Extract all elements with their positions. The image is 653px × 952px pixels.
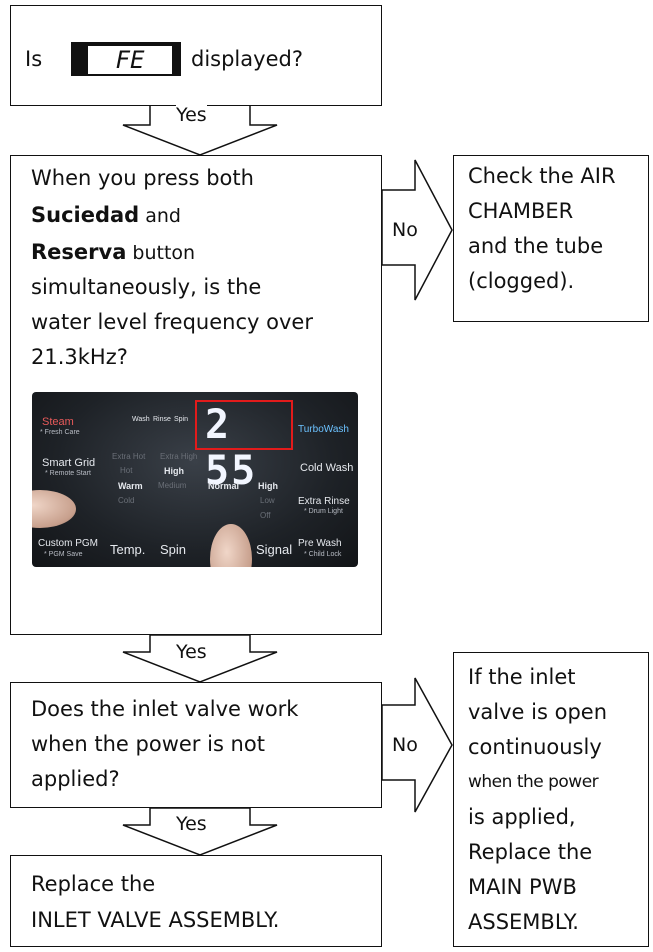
box5-line5: is applied, [468,805,576,829]
box5-line4: when the power [468,772,599,792]
cold-label: Cold [118,496,135,505]
fresh-care-label: * Fresh Care [40,429,80,436]
suciedad-label: Suciedad [31,203,140,227]
normal-label: Normal [208,481,240,491]
control-panel-photo: 2 55 Steam * Fresh Care Wash Rinse Spin … [32,392,358,567]
display-highlight-box: 2 55 [195,400,293,494]
box2-line2: Suciedad and [31,201,181,231]
rinse-icon-label: Rinse [153,416,171,423]
turbo-wash-label: TurboWash [298,424,349,435]
box2-line6: 21.3kHz? [31,345,128,369]
drum-light-label: * Drum Light [304,508,343,515]
box5-line2: valve is open [468,700,608,724]
pre-wash-label: Pre Wash [298,538,342,549]
box3-line3: and the tube [468,234,604,258]
yes-label-2: Yes [176,641,207,663]
hot-label: Hot [120,466,133,475]
box5-line8: ASSEMBLY. [468,910,579,934]
smart-grid-label: Smart Grid [42,457,96,469]
no-arrow-2 [381,677,453,813]
box1-prefix: Is [25,47,43,71]
box4-line1: Does the inlet valve work [31,697,299,721]
no-arrow-1 [381,159,453,301]
fe-display-icon: FE [71,42,181,76]
box3-line2: CHAMBER [468,199,574,223]
yes-label-1: Yes [176,104,207,126]
yes-label-3: Yes [176,813,207,835]
box5-line7: MAIN PWB [468,875,577,899]
box3-line4: (clogged). [468,269,575,293]
yes-arrow-1 [122,104,278,156]
box6-line1: Replace the [31,872,156,896]
steam-label: Steam [42,416,74,428]
off-label: Off [260,511,271,520]
box2-line4: simultaneously, is the [31,275,262,299]
box5-line6: Replace the [468,840,593,864]
signal-button-label: Signal [256,542,293,557]
box4-line2: when the power is not [31,732,265,756]
box5-line1: If the inlet [468,665,576,689]
cold-wash-label: Cold Wash [300,462,354,474]
question-box-fe-display: Is FE displayed? [10,5,382,106]
box1-suffix: displayed? [191,47,303,71]
wash-icon-label: Wash [132,416,150,423]
no-label-2: No [392,734,418,756]
action-box-air-chamber: Check the AIR CHAMBER and the tube (clog… [453,155,649,322]
low-label: Low [260,496,275,505]
reserva-label: Reserva [31,240,127,264]
box4-line3: applied? [31,767,120,791]
extra-rinse-label: Extra Rinse [298,496,350,507]
child-lock-label: * Child Lock [304,551,342,558]
medium-label: Medium [158,481,187,490]
and-label: and [139,205,181,227]
custom-pgm-label: Custom PGM [38,538,99,549]
action-box-inlet-valve-assembly: Replace the INLET VALVE ASSEMBLY. [10,855,382,947]
high-label-2: High [258,481,278,491]
question-box-inlet-valve: Does the inlet valve work when the power… [10,682,382,808]
temp-button-label: Temp. [110,542,146,557]
box2-line3: Reserva button [31,238,195,268]
remote-start-label: * Remote Start [45,470,91,477]
box5-line3: continuously [468,735,602,759]
extra-hot-label: Extra Hot [112,452,146,461]
box2-line5: water level frequency over [31,310,313,334]
action-box-main-pwb: If the inlet valve is open continuously … [453,652,649,947]
extra-high-label: Extra High [160,452,198,461]
pgm-save-label: * PGM Save [44,551,83,558]
fe-code: FE [115,46,145,74]
warm-label: Warm [118,481,143,491]
spin-icon-label: Spin [174,416,189,423]
right-finger [210,524,252,567]
display-readout: 2 55 [205,402,258,494]
box3-line1: Check the AIR [468,164,616,188]
high-label: High [164,466,184,476]
box6-line2: INLET VALVE ASSEMBLY. [31,908,280,932]
no-label-1: No [392,219,418,241]
button-label: button [126,242,196,264]
box2-line1: When you press both [31,166,254,190]
spin-button-label: Spin [160,542,187,557]
left-finger [32,490,76,528]
